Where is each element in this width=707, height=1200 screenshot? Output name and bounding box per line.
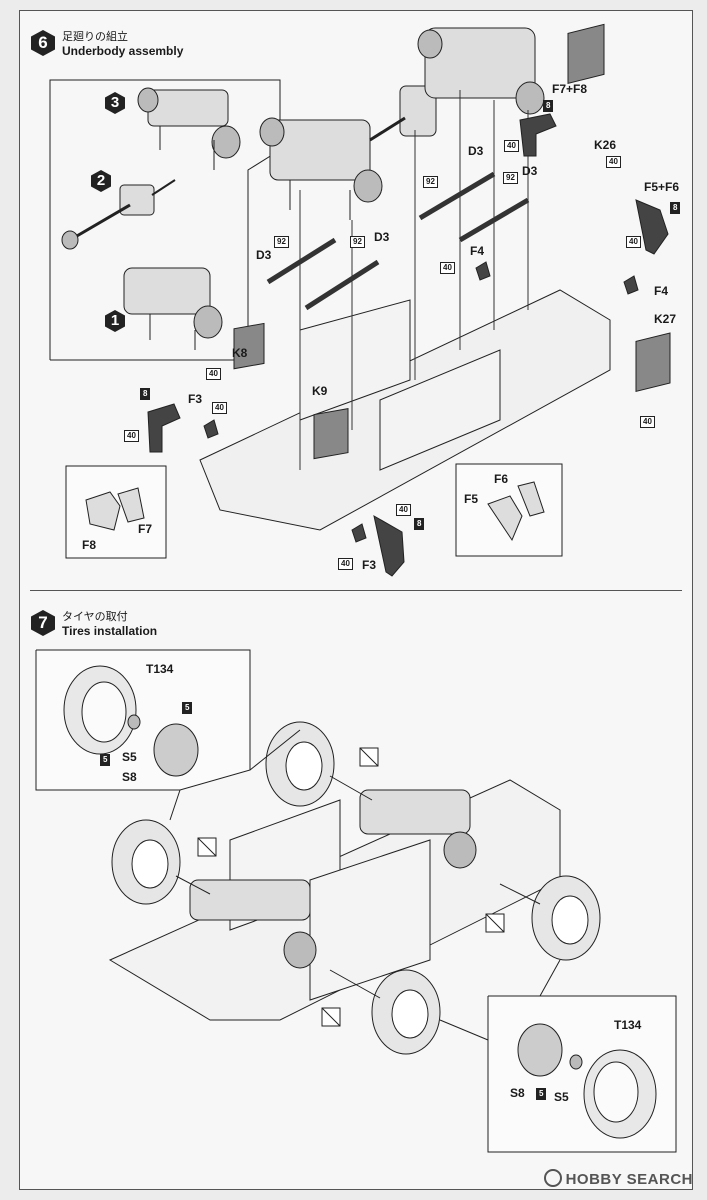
chassis-frame-drawing	[199, 23, 671, 531]
label-f3-upper: F3	[188, 392, 203, 406]
driveshaft-2-drawing	[61, 179, 176, 250]
paint-tag-40: 40	[640, 416, 655, 428]
inset-label-f7: F7	[138, 522, 153, 536]
label-k9: K9	[312, 384, 328, 398]
step-divider	[30, 590, 682, 591]
inset-label-f5: F5	[464, 492, 479, 506]
label-s8-lower: S8	[510, 1086, 525, 1100]
step-7-title-en: Tires installation	[62, 624, 158, 638]
paint-tag-40: 40	[606, 156, 621, 168]
label-d3-upper-right: D3	[522, 164, 538, 178]
paint-tag-8: 8	[140, 388, 151, 400]
paint-tag-5: 5	[182, 702, 193, 714]
step-6-title-jp: 足廻りの組立	[62, 30, 128, 43]
no-glue-symbols	[197, 747, 505, 1027]
step-6-header: 6 足廻りの組立 Underbody assembly	[30, 30, 183, 58]
label-d3-lower-left: D3	[256, 248, 272, 262]
rear-axle-top-drawing	[417, 27, 545, 115]
step-7-header: 7 タイヤの取付 Tires installation	[30, 610, 157, 638]
label-s5-lower: S5	[554, 1090, 569, 1104]
paint-tag-92: 92	[350, 236, 365, 248]
paint-tag-40: 40	[504, 140, 519, 152]
hobby-search-logo-icon	[543, 1169, 562, 1187]
label-k26: K26	[594, 138, 617, 152]
paint-tag-8: 8	[543, 100, 554, 112]
paint-tag-5: 5	[100, 754, 111, 766]
paint-tag-40: 40	[626, 236, 641, 248]
paint-tag-8: 8	[414, 518, 425, 530]
paint-tag-40: 40	[124, 430, 139, 442]
paint-tag-5: 5	[536, 1088, 547, 1100]
attach-arrows	[169, 729, 561, 1041]
label-f3-lower: F3	[362, 558, 377, 572]
label-f4-left: F4	[470, 244, 485, 258]
step-6-badge: 6	[30, 30, 56, 56]
axle-3-drawing	[137, 87, 241, 170]
tire-upper-inset	[63, 665, 199, 777]
label-d3-upper-left: D3	[468, 144, 484, 158]
paint-tag-92: 92	[423, 176, 438, 188]
label-f5-f6: F5+F6	[644, 180, 680, 194]
paint-tag-40: 40	[440, 262, 455, 274]
chassis-assembly-drawing	[108, 779, 561, 1021]
inset-label-f8: F8	[82, 538, 97, 552]
label-f7-f8: F7+F8	[552, 82, 588, 96]
step-7-title-jp: タイヤの取付	[62, 610, 128, 623]
paint-tag-92: 92	[274, 236, 289, 248]
paint-tag-40: 40	[396, 504, 411, 516]
step-7-badge: 7	[30, 610, 56, 636]
label-s8-upper: S8	[122, 770, 137, 784]
step-6-title-en: Underbody assembly	[62, 44, 184, 58]
paint-tag-40: 40	[212, 402, 227, 414]
sub-step-1-badge: 1	[104, 310, 126, 332]
label-t134-upper: T134	[146, 662, 174, 676]
sub-step-3-badge: 3	[104, 92, 126, 114]
paint-tag-92: 92	[503, 172, 518, 184]
inset-label-f6: F6	[494, 472, 509, 486]
paint-tag-40: 40	[206, 368, 221, 380]
label-k27: K27	[654, 312, 677, 326]
hanger-brackets	[147, 113, 669, 577]
paint-tag-8: 8	[670, 202, 681, 214]
label-k8: K8	[232, 346, 248, 360]
label-t134-lower: T134	[614, 1018, 642, 1032]
rear-axle-upper-drawing	[259, 85, 437, 220]
inset-part-sketches	[85, 481, 545, 542]
axle-1-drawing	[123, 267, 223, 350]
hobby-search-watermark: HOBBY SEARCH	[543, 1169, 693, 1188]
paint-tag-40: 40	[338, 558, 353, 570]
sub-step-2-badge: 2	[90, 170, 112, 192]
label-f4-right: F4	[654, 284, 669, 298]
wheels	[111, 721, 601, 1055]
label-d3-lower-right: D3	[374, 230, 390, 244]
tire-lower-inset	[517, 1023, 657, 1139]
label-s5-upper: S5	[122, 750, 137, 764]
